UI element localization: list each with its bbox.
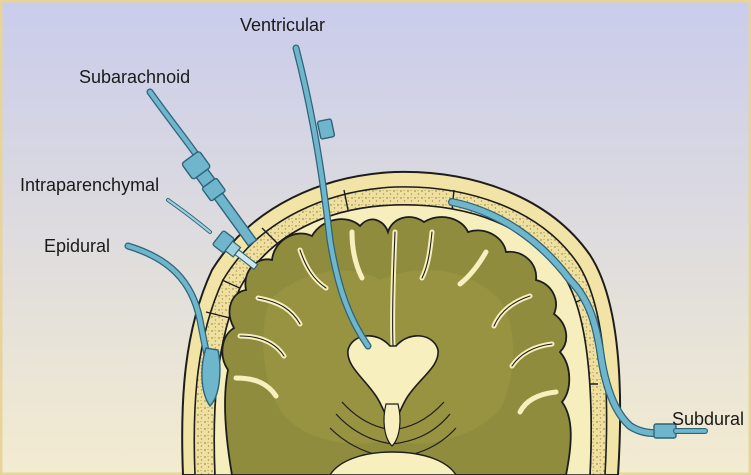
third-ventricle (383, 403, 401, 447)
intraparenchymal-probe (212, 230, 259, 271)
lower-structures (329, 451, 457, 475)
subarachnoid-bolt (181, 151, 258, 247)
epidural-sensor (201, 347, 221, 408)
label-ventricular: Ventricular (240, 15, 326, 35)
ventricular-connector (316, 118, 336, 140)
label-epidural: Epidural (44, 236, 111, 256)
label-intraparenchymal: Intraparenchymal (20, 175, 160, 195)
label-subarachnoid: Subarachnoid (79, 67, 191, 87)
sulci-outline (239, 231, 553, 367)
label-subdural: Subdural (672, 409, 745, 429)
